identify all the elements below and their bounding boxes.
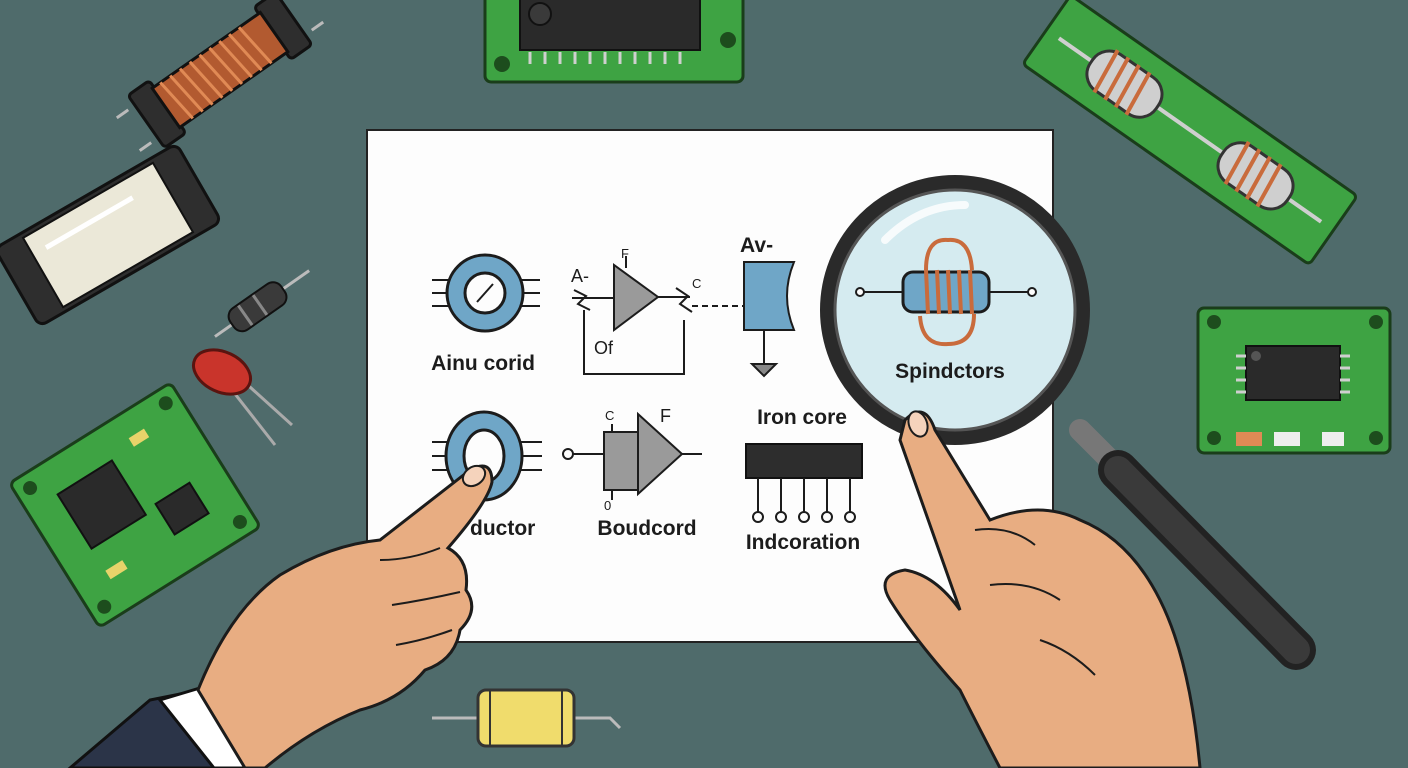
capacitor-block-left — [0, 144, 221, 326]
pin-of: Of — [594, 338, 614, 358]
toroid-symbol — [432, 253, 540, 333]
label-buffer: Boudcord — [597, 517, 696, 540]
label-magnified: Spindctors — [895, 360, 1005, 383]
ic-board-top — [483, 0, 745, 84]
pin-c-top: C — [692, 276, 701, 291]
pin-c-lower: C — [605, 408, 614, 423]
label-chip: Indcoration — [746, 531, 860, 554]
pointing-hand-icon — [67, 464, 494, 768]
yellow-capacitor — [432, 688, 622, 748]
amplifier-symbol — [572, 256, 693, 375]
magnifying-glass-icon: Spindctors — [820, 175, 1316, 670]
buffer-symbol — [562, 411, 702, 500]
coil-board-top-right — [1023, 0, 1357, 265]
pointing-hand-right — [883, 410, 1202, 768]
pin-a-minus: A- — [571, 266, 589, 286]
pin-f-lower: F — [660, 406, 671, 426]
iron-core-symbol — [692, 261, 796, 378]
resistor-small — [214, 269, 311, 338]
label-iron-core: Iron core — [757, 406, 847, 429]
red-capacitor — [192, 348, 294, 446]
circuit-board-bottom-left — [10, 383, 260, 627]
circuit-board-right — [1196, 306, 1392, 455]
pin-zero: 0 — [604, 498, 611, 513]
label-inductor: ductor — [470, 517, 535, 540]
pin-f-top: F — [621, 246, 629, 261]
chip-symbol — [745, 443, 863, 523]
label-toroid: Ainu corid — [431, 352, 535, 375]
coil-inductor-top-left — [115, 0, 325, 152]
pin-av-minus: Av- — [740, 234, 773, 257]
inductor-coil-icon — [855, 237, 1037, 347]
